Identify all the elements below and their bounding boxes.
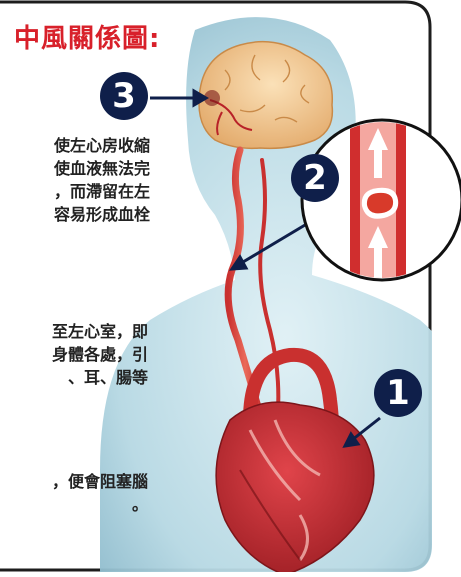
text-line: ，而滯留在左 (0, 180, 150, 203)
marker-3-badge: 3 (100, 72, 148, 120)
text-line: 身體各處，引 (0, 343, 148, 366)
text-line: 使左心房收縮 (0, 134, 150, 157)
text-block-1: 使左心房收縮 使血液無法完 ，而滯留在左 容易形成血栓 (0, 134, 150, 226)
text-line: 。 (0, 493, 148, 516)
text-line: 容易形成血栓 (0, 203, 150, 226)
text-block-2: 至左心室，即 身體各處，引 、耳、腸等 (0, 320, 148, 389)
vessel-zoom (350, 110, 406, 300)
marker-1-badge: 1 (374, 369, 422, 417)
text-line: 至左心室，即 (0, 320, 148, 343)
page-title: 中風關係圖: (14, 18, 160, 55)
text-line: ，便會阻塞腦 (0, 470, 148, 493)
marker-2-badge: 2 (291, 154, 339, 202)
text-line: 、耳、腸等 (0, 366, 148, 389)
text-line: 使血液無法完 (0, 157, 150, 180)
text-block-3: ，便會阻塞腦 。 (0, 470, 148, 516)
